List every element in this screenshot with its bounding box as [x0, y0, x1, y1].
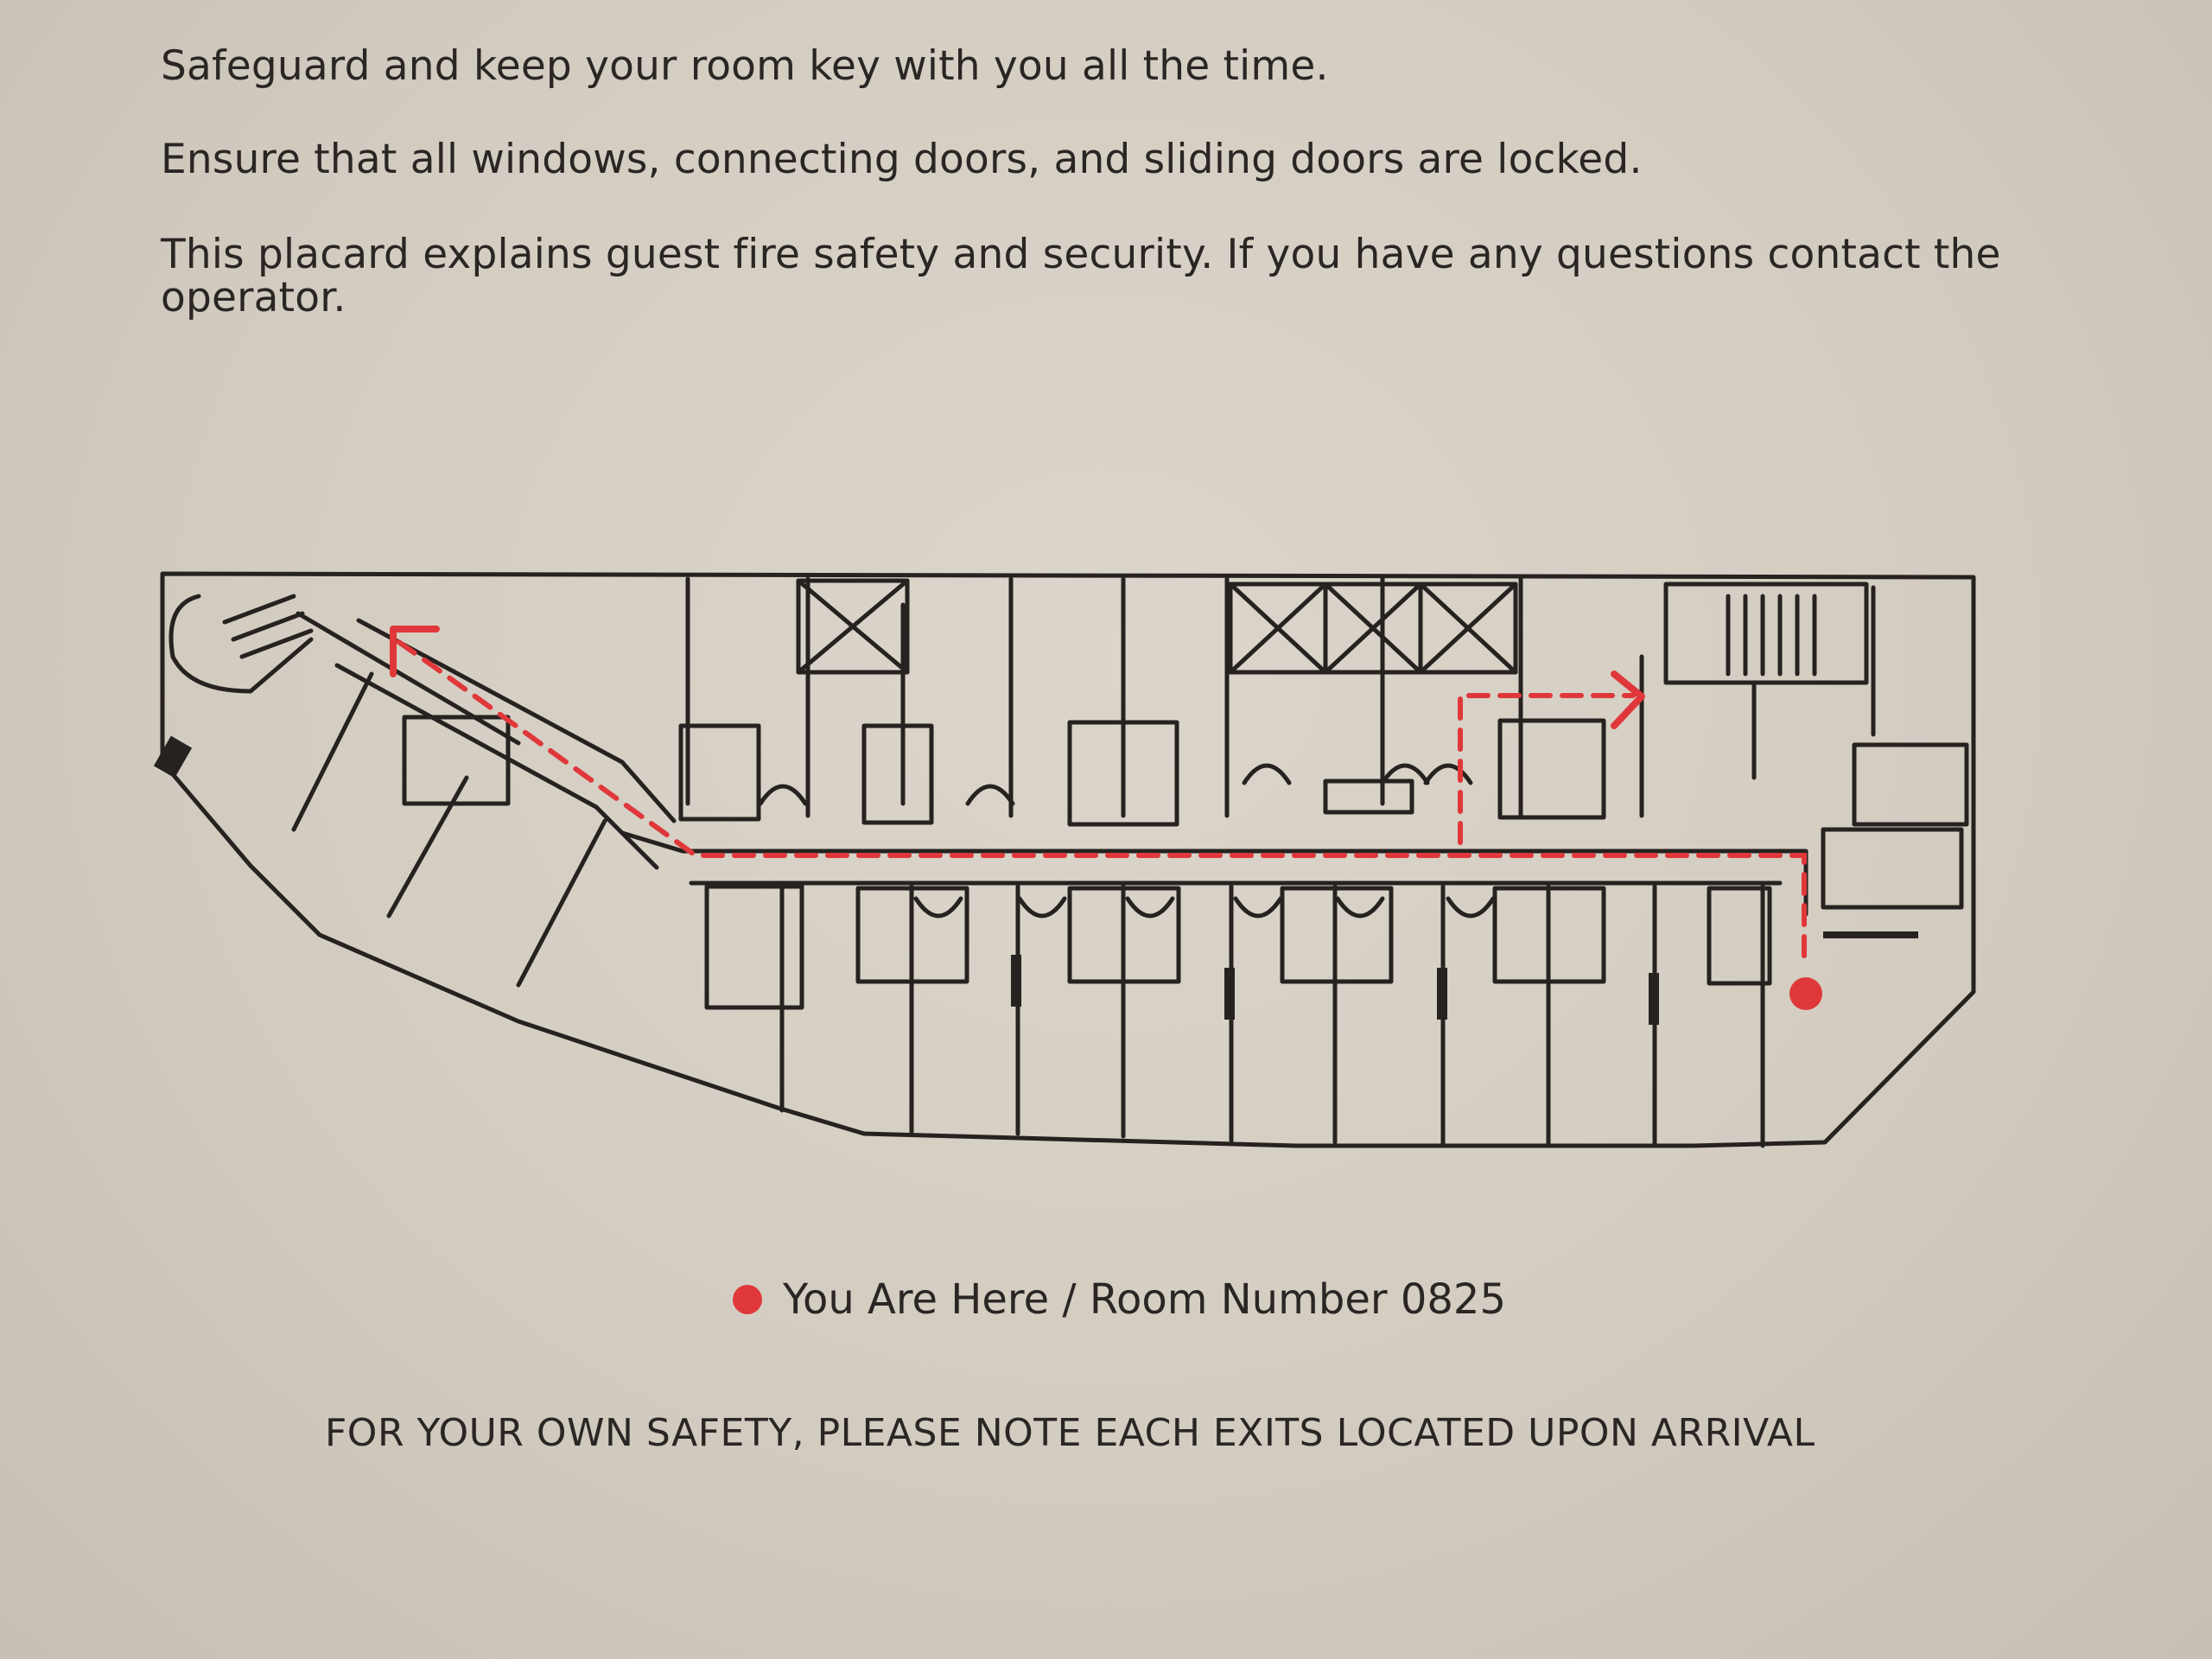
evacuation-route [395, 639, 1807, 958]
safety-instruction-contact-operator: This placard explains guest fire safety … [161, 231, 2001, 321]
legend-label: You Are Here / Room Number 0825 [783, 1275, 1506, 1324]
location-dot-icon [733, 1285, 762, 1314]
map-legend: You Are Here / Room Number 0825 [733, 1274, 1506, 1325]
safety-footer-note: FOR YOUR OWN SAFETY, PLEASE NOTE EACH EX… [325, 1411, 1815, 1455]
safety-instruction-room-key: Safeguard and keep your room key with yo… [161, 42, 1329, 90]
exit-arrow-icon [390, 626, 1645, 729]
you-are-here-marker [1789, 977, 1822, 1010]
safety-instruction-lock-doors: Ensure that all windows, connecting door… [161, 136, 1643, 183]
floor-plan-walls [160, 571, 1976, 1148]
heavy-walls [153, 735, 1918, 1025]
